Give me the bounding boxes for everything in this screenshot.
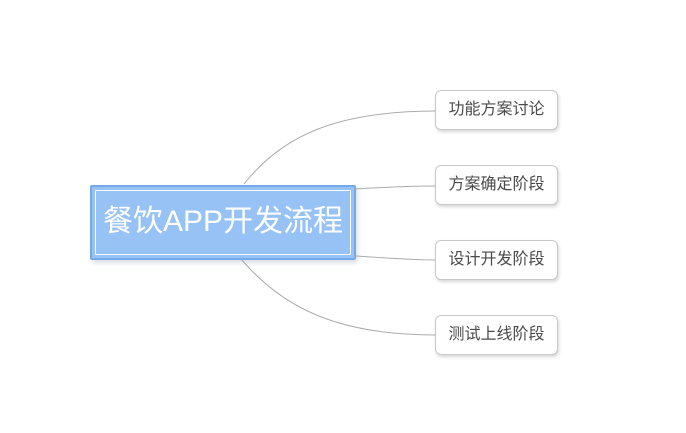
connector-root-to-child-3 [355,255,437,261]
root-node[interactable]: 餐饮APP开发流程 [90,185,356,260]
child-node-2[interactable]: 方案确定阶段 [435,165,558,205]
child-node-1-label: 功能方案讨论 [448,101,545,118]
child-node-4-label: 测试上线阶段 [448,326,545,343]
child-node-3-label: 设计开发阶段 [448,251,545,268]
connector-root-to-child-4 [240,258,437,336]
child-node-3[interactable]: 设计开发阶段 [435,240,558,280]
child-node-2-label: 方案确定阶段 [448,176,545,193]
connector-root-to-child-1 [243,110,437,185]
connector-root-to-child-2 [355,185,437,190]
child-node-1[interactable]: 功能方案讨论 [435,90,558,130]
child-node-4[interactable]: 测试上线阶段 [435,315,558,355]
root-node-label: 餐饮APP开发流程 [102,204,344,238]
